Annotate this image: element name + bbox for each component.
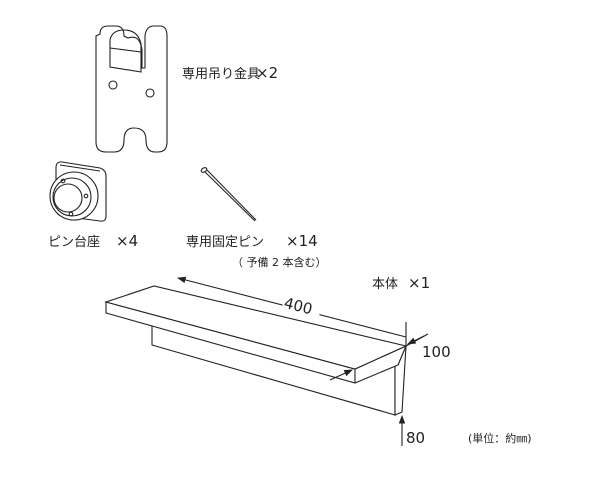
pin-note: （ 予備 2 本含む） xyxy=(232,255,327,269)
pin-label: 専用固定ピン xyxy=(186,235,264,250)
height-dimension: 80 xyxy=(406,429,425,447)
shelf-drawing xyxy=(104,285,408,416)
hanging-bracket-drawing xyxy=(95,25,168,153)
pin-qty: ×14 xyxy=(286,232,318,250)
bracket-qty: ×2 xyxy=(256,64,278,82)
pin-base-qty: ×4 xyxy=(116,232,138,250)
bracket-label: 専用吊り金具 xyxy=(182,66,260,82)
unit-note: (単位：約㎜) xyxy=(468,431,532,445)
depth-dimension: 100 xyxy=(422,343,451,361)
body-qty: ×1 xyxy=(408,274,430,292)
pin-base-label: ピン台座 xyxy=(48,235,100,250)
length-dimension: 400 xyxy=(282,294,314,318)
pin-drawing xyxy=(200,167,257,222)
pin-base-drawing xyxy=(49,161,107,222)
body-label: 本体 xyxy=(372,277,398,292)
